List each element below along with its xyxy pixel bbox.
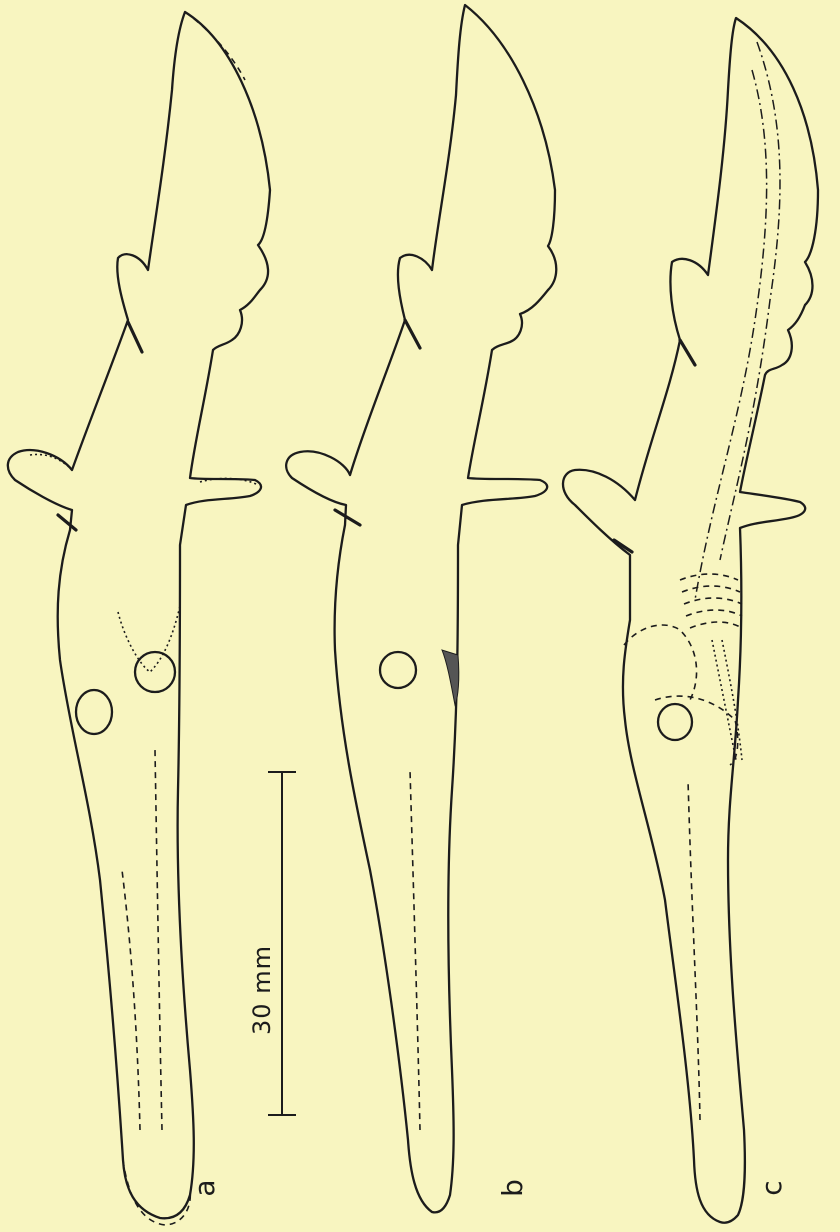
panel-label-b: b [496,1179,529,1197]
specimen-a-rostral-tip [123,1160,190,1225]
specimen-b [286,5,556,1212]
specimen-a-eye [135,652,175,692]
specimen-a-fin-spine-ventral [58,515,76,530]
specimen-a-outline [8,12,270,1218]
specimen-a-spiracle [76,690,112,734]
scale-bar: 30 mm [248,772,296,1115]
specimen-a-pectoral-margin [30,454,74,472]
specimen-a [8,12,270,1225]
specimen-a-midline-1 [122,870,140,1130]
specimen-b-eye [380,652,416,688]
specimen-c-gill-arch-3 [684,598,742,604]
specimen-b-fin-spine-dorsal [405,320,420,348]
specimen-c-vertebral-column [720,42,780,560]
specimen-c-eye [658,704,692,740]
specimen-c-gill-arch-1 [680,574,738,580]
specimen-a-jaw [118,606,180,672]
specimen-c-fin-spine-dorsal [680,340,695,365]
specimen-c-midline [688,780,700,1120]
specimen-a-midline-2 [155,750,162,1130]
specimen-c-notochord [695,70,767,600]
specimen-c-gill-arch-4 [686,610,742,616]
specimen-b-outline [286,5,556,1212]
specimen-b-fin-spine-ventral [335,510,360,525]
specimen-b-midline [410,770,420,1130]
specimen-c-outline [563,18,818,1223]
specimen-c-cranium [624,625,697,700]
specimen-c [563,18,818,1223]
panel-label-c: c [755,1180,788,1195]
specimen-c-gill-arch-2 [682,586,740,592]
specimen-a-fin-spine-dorsal [128,322,142,352]
specimen-c-gill-arch-5 [690,622,742,628]
specimen-b-jaw [442,650,459,705]
panel-label-a: a [188,1179,221,1196]
scale-bar-label: 30 mm [248,945,276,1035]
